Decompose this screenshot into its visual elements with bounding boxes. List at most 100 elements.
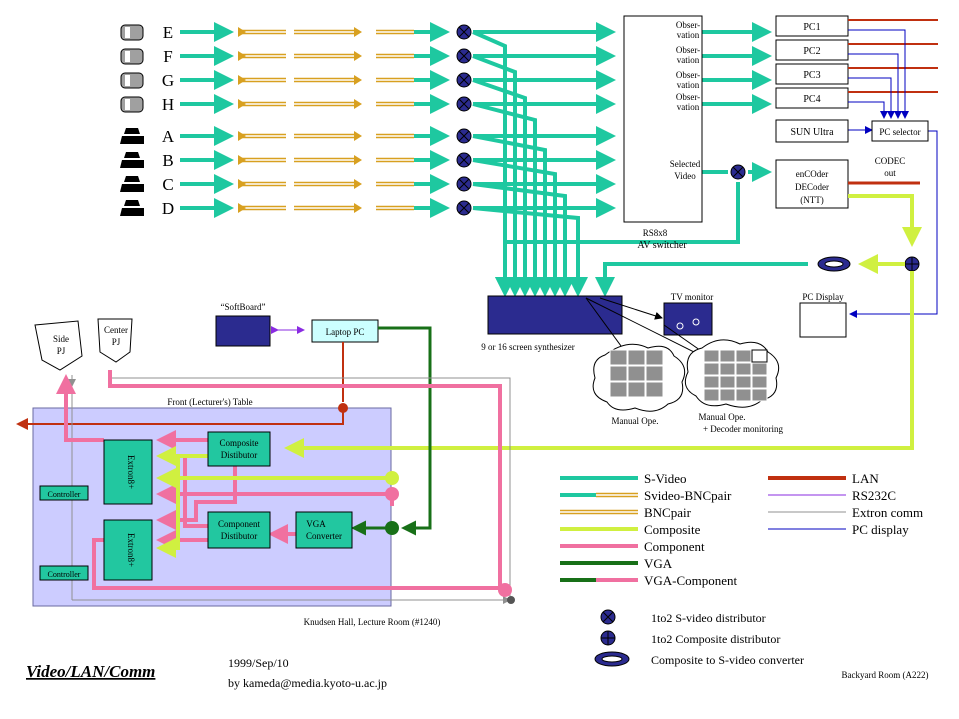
backyard-caption: Backyard Room (A222) xyxy=(842,670,929,680)
pc-display-lines xyxy=(848,29,938,318)
manual-ope-decoder-label: Manual Ope. xyxy=(699,412,746,422)
monitor-cell xyxy=(645,381,664,398)
legend-item: Svideo-BNCpair xyxy=(560,488,732,503)
pc-display-box xyxy=(799,302,847,338)
pc4-label: PC4 xyxy=(803,94,820,105)
svg-text:vation: vation xyxy=(677,80,700,90)
laptop-box xyxy=(311,319,379,343)
pc-lan-lines xyxy=(848,19,938,93)
camera-label: B xyxy=(162,151,173,170)
legend-label: Svideo-BNCpair xyxy=(644,488,732,503)
ptz-camera-base xyxy=(120,208,144,216)
composite-to-room xyxy=(284,271,914,458)
controller-top xyxy=(39,485,89,501)
extron-top-label: Extron8+ xyxy=(126,455,136,489)
codec-out-label: CODEC xyxy=(875,156,906,166)
svg-text:Obser-: Obser- xyxy=(676,92,700,102)
extron-switcher-bottom xyxy=(103,519,153,581)
dome-camera-icon-highlight xyxy=(125,99,130,110)
legend-label: Composite xyxy=(644,522,701,537)
svg-text:Obser-: Obser- xyxy=(676,45,700,55)
composite-distributor-label-2: Distibutor xyxy=(221,450,258,460)
legend-label: LAN xyxy=(852,471,879,486)
synthesizer-label: 9 or 16 screen synthesizer xyxy=(481,342,574,352)
bnc-arrow xyxy=(354,75,362,85)
pc1-label: PC1 xyxy=(803,22,820,33)
symbol-label-converter: Composite to S-video converter xyxy=(651,653,804,667)
codec-line-2: DECoder xyxy=(795,182,829,192)
monitor-cell xyxy=(751,375,768,389)
codec-composite-out xyxy=(848,194,922,247)
ptz-camera-base xyxy=(120,160,144,168)
bnc-arrow xyxy=(354,155,362,165)
dome-camera-icon xyxy=(120,48,144,65)
ptz-camera-icon xyxy=(124,200,140,206)
composite-node xyxy=(385,471,399,485)
x-circle-cross xyxy=(458,98,470,110)
front-table-label: Front (Lecturer's) Table xyxy=(167,397,252,407)
manual-ope-decoder-label-2: + Decoder monitoring xyxy=(703,424,784,434)
plus-circle-icon xyxy=(904,256,920,272)
monitor-cell xyxy=(609,349,628,366)
ring-icon xyxy=(594,651,630,667)
camera-row-f: F xyxy=(120,46,472,66)
legend-item: RS232C xyxy=(768,488,896,503)
camera-row-e: E xyxy=(120,22,472,42)
controller-bottom-label: Controller xyxy=(48,570,81,579)
camera-label: A xyxy=(162,127,175,146)
legend-label: Extron comm xyxy=(852,505,923,520)
switcher-caption-2: AV switcher xyxy=(637,240,687,251)
codec-box xyxy=(775,159,849,209)
svg-text:vation: vation xyxy=(677,30,700,40)
legend-item: Composite xyxy=(560,522,701,537)
decoder-monitoring-cloud xyxy=(684,339,780,408)
monitor-cell xyxy=(627,349,646,366)
composite-room-lines xyxy=(156,446,392,558)
sun-ultra-box xyxy=(775,119,849,143)
ptz-camera-base xyxy=(120,184,144,192)
monitor-cell xyxy=(645,349,664,366)
camera-row-h: H xyxy=(120,94,472,114)
vga-converter-label: VGA xyxy=(306,519,326,529)
selected-video-label-2: Video xyxy=(674,171,696,181)
symbol-legend: 1to2 S-video distributor 1to2 Composite … xyxy=(594,609,804,667)
monitor-cell xyxy=(627,381,646,398)
x-circle-cross xyxy=(458,154,470,166)
legend-item: PC display xyxy=(768,522,909,537)
monitor-cell xyxy=(735,375,752,389)
svg-text:vation: vation xyxy=(677,55,700,65)
monitor-cell xyxy=(735,362,752,376)
camera-row-g: G xyxy=(120,70,472,90)
laptop-label: Laptop PC xyxy=(326,327,365,337)
manual-ope-label: Manual Ope. xyxy=(612,416,659,426)
monitor-cell xyxy=(735,349,752,363)
dome-camera-icon xyxy=(120,96,144,113)
pc-display-label: PC Display xyxy=(802,292,844,302)
selected-video-label: Selected xyxy=(670,159,701,169)
monitor-cell xyxy=(751,388,768,402)
monitor-cell xyxy=(609,381,628,398)
bnc-arrow xyxy=(354,27,362,37)
svg-text:vation: vation xyxy=(677,102,700,112)
monitor-cell xyxy=(609,365,628,382)
monitor-cell xyxy=(703,349,720,363)
side-pj-label-2: PJ xyxy=(57,346,66,356)
switcher-observation-labels: Obser-vation Obser-vation Obser-vation O… xyxy=(676,20,700,112)
monitor-cell xyxy=(703,362,720,376)
legend-item: S-Video xyxy=(560,471,687,486)
x-circle-cross xyxy=(458,130,470,142)
vga-converter-label-2: Converter xyxy=(306,531,342,541)
ptz-camera-icon xyxy=(124,152,140,158)
symbol-label-composite-distributor: 1to2 Composite distributor xyxy=(651,632,780,646)
component-distributor xyxy=(207,511,271,549)
svg-text:Obser-: Obser- xyxy=(676,20,700,30)
legend-item: Extron comm xyxy=(768,505,923,520)
bnc-arrow xyxy=(238,51,246,61)
monitor-cell xyxy=(703,375,720,389)
bnc-arrow xyxy=(354,131,362,141)
x-circle-icon xyxy=(730,164,746,180)
camera-row-d: D xyxy=(120,198,472,218)
vga-node xyxy=(385,521,399,535)
side-pj-label: Side xyxy=(53,334,69,344)
